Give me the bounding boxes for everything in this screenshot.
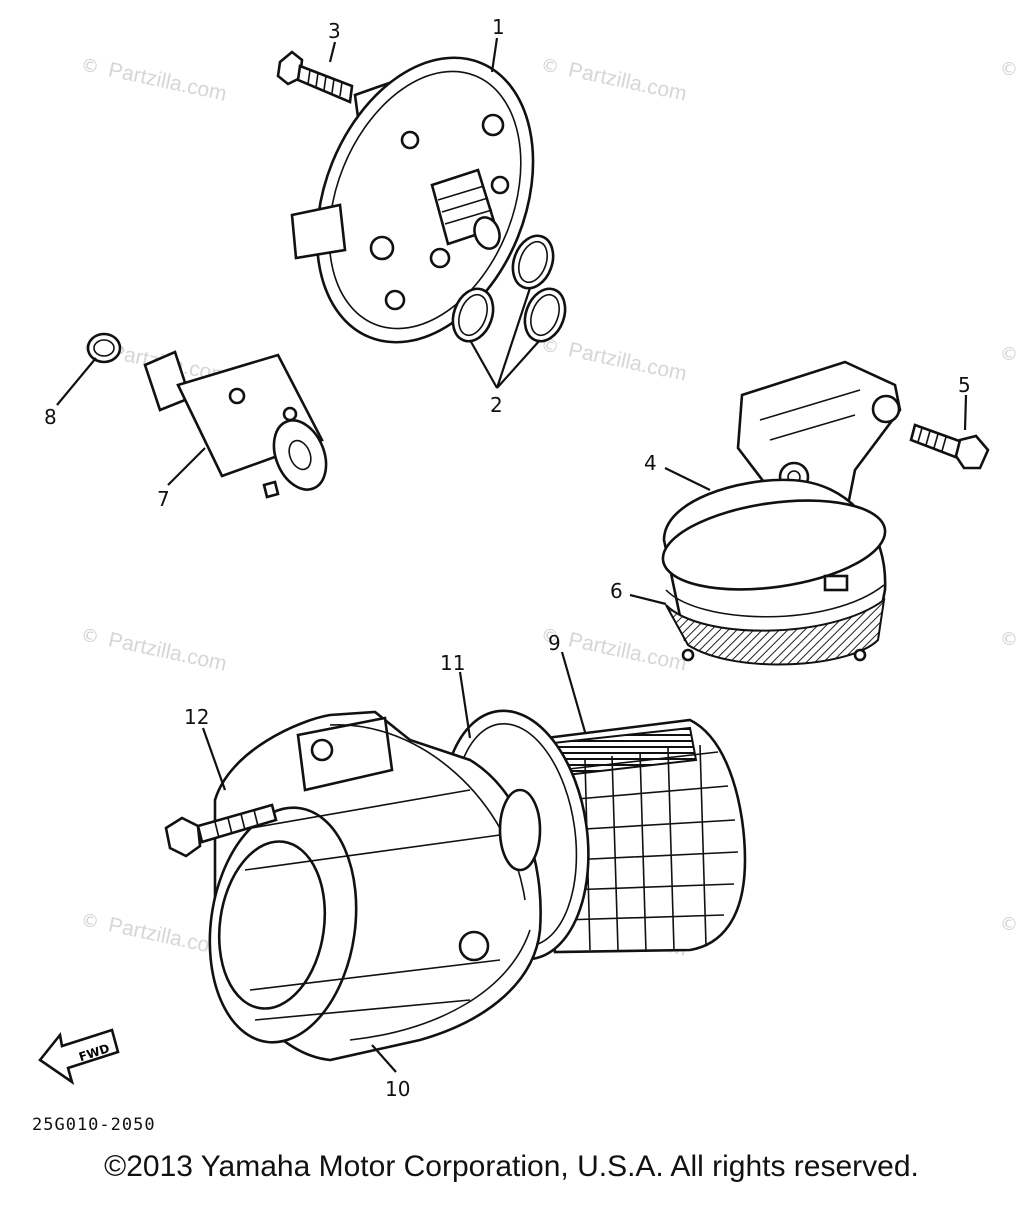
watermark-symbol: © bbox=[79, 624, 101, 648]
leader-lines bbox=[56, 37, 968, 1073]
watermark: © Partzilla.com bbox=[539, 54, 689, 105]
watermark: © Partzilla.com bbox=[539, 334, 689, 385]
watermark-symbol: © bbox=[1000, 344, 1018, 365]
watermark-symbol: © bbox=[79, 909, 101, 933]
watermark: © Partzilla.com bbox=[539, 624, 689, 675]
part-oil-screen-6 bbox=[661, 478, 887, 666]
watermark-symbol: © bbox=[539, 54, 561, 78]
drawing-code: 25G010-2050 bbox=[32, 1115, 156, 1135]
callout-12: 12 bbox=[184, 705, 209, 729]
forward-arrow-icon: FWD bbox=[38, 1028, 120, 1086]
watermark-text: Partzilla.com bbox=[566, 628, 688, 675]
part-bolt-3 bbox=[276, 50, 354, 104]
watermark-symbol: © bbox=[1000, 914, 1018, 935]
part-bolt-12 bbox=[164, 803, 278, 858]
watermark-text: Partzilla.com bbox=[106, 58, 228, 105]
watermark: © Partzilla.com bbox=[79, 54, 229, 105]
part-filter-cover-10 bbox=[208, 710, 542, 1062]
callout-6: 6 bbox=[610, 579, 623, 603]
callout-5: 5 bbox=[958, 373, 971, 397]
callout-2: 2 bbox=[490, 393, 503, 417]
part-drive-shaft-7 bbox=[143, 350, 328, 499]
watermark-symbol: © bbox=[79, 54, 101, 78]
watermark: © Partzilla.com bbox=[79, 624, 229, 675]
watermark: © Partzilla.com bbox=[79, 909, 229, 960]
copyright-notice: ©2013 Yamaha Motor Corporation, U.S.A. A… bbox=[104, 1150, 919, 1183]
callout-3: 3 bbox=[328, 19, 341, 43]
watermark-text: Partzilla.com bbox=[566, 338, 688, 385]
callout-8: 8 bbox=[44, 405, 57, 429]
callout-7: 7 bbox=[157, 487, 170, 511]
callout-11: 11 bbox=[440, 651, 465, 675]
watermark-symbol: © bbox=[1000, 629, 1018, 650]
callout-4: 4 bbox=[644, 451, 657, 475]
part-o-rings-2 bbox=[451, 234, 567, 343]
callout-9: 9 bbox=[548, 631, 561, 655]
callout-10: 10 bbox=[385, 1077, 410, 1101]
watermark-symbol: © bbox=[1000, 59, 1018, 80]
watermark-text: Partzilla.com bbox=[566, 58, 688, 105]
part-oil-pump-1 bbox=[290, 56, 535, 344]
watermark-text: Partzilla.com bbox=[106, 628, 228, 675]
part-bolt-5 bbox=[909, 423, 990, 470]
callout-1: 1 bbox=[492, 15, 505, 39]
part-ring-8 bbox=[86, 332, 122, 364]
callouts: 3 1 2 8 7 5 4 6 9 11 12 10 bbox=[44, 15, 971, 1101]
watermark-symbol: © bbox=[539, 624, 561, 648]
